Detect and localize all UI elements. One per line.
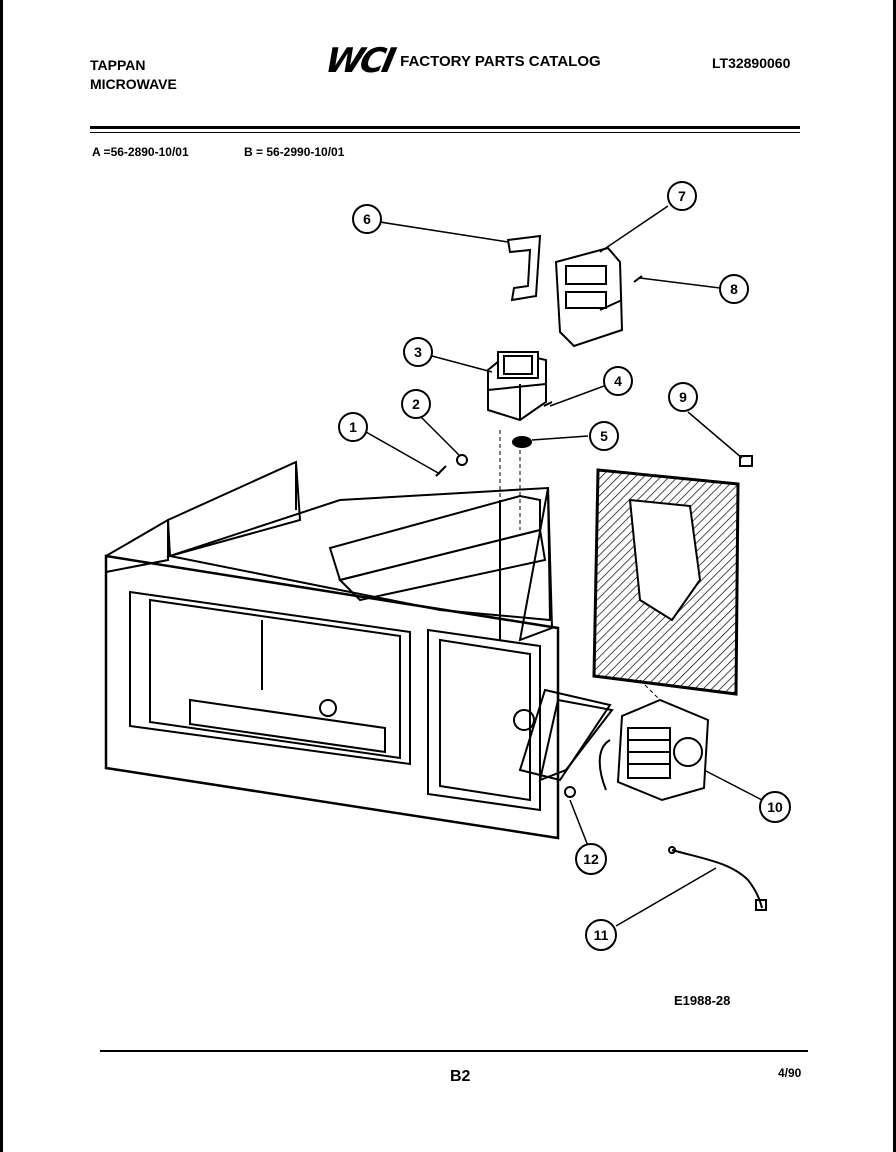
svg-text:10: 10 [767, 799, 783, 815]
brand-name: TAPPAN [90, 57, 146, 73]
wire-harness [668, 846, 767, 911]
brand-block: TAPPAN MICROWAVE [90, 56, 177, 94]
catalog-number: LT32890060 [712, 55, 791, 71]
model-b: B = 56-2990-10/01 [244, 145, 345, 159]
callout-4: 4 [603, 366, 633, 396]
svg-text:5: 5 [600, 428, 608, 444]
svg-text:7: 7 [678, 188, 686, 204]
svg-text:3: 3 [414, 344, 422, 360]
callout-11: 11 [585, 919, 617, 951]
small-hardware [435, 275, 753, 798]
page-border-right [893, 0, 896, 1152]
header-rule-thin [90, 132, 800, 133]
product-type: MICROWAVE [90, 76, 177, 92]
blower-motor [598, 698, 710, 802]
oven-cavity-frame [104, 460, 614, 840]
catalog-title: FACTORY PARTS CATALOG [400, 52, 601, 70]
callout-10: 10 [759, 791, 791, 823]
callout-3: 3 [403, 337, 433, 367]
svg-text:12: 12 [583, 851, 599, 867]
callout-1: 1 [338, 412, 368, 442]
callout-6: 6 [352, 204, 382, 234]
revision-date: 4/90 [778, 1066, 802, 1080]
waveguide-duct [554, 246, 624, 348]
magnetron-assembly [487, 350, 547, 422]
callout-8: 8 [719, 274, 749, 304]
svg-text:2: 2 [412, 396, 420, 412]
footer-rule [100, 1050, 808, 1052]
callout-12: 12 [575, 843, 607, 875]
figure-code: E1988-28 [674, 993, 731, 1008]
callout-7: 7 [667, 181, 697, 211]
mounting-plate [592, 468, 740, 696]
svg-text:8: 8 [730, 281, 738, 297]
svg-text:1: 1 [349, 419, 357, 435]
page-border-left [0, 0, 3, 1152]
svg-text:6: 6 [363, 211, 371, 227]
callout-2: 2 [401, 389, 431, 419]
model-a: A =56-2890-10/01 [92, 145, 189, 159]
svg-text:11: 11 [594, 927, 609, 943]
header-rule-thick [90, 126, 800, 129]
svg-text:4: 4 [614, 373, 622, 389]
catalog-header: WCI FACTORY PARTS CATALOG [322, 41, 601, 81]
leader-lines [365, 205, 763, 927]
svg-text:9: 9 [679, 389, 687, 405]
gasket-bracket [506, 234, 542, 302]
callout-5: 5 [589, 421, 619, 451]
assembly-guide-lines [499, 430, 661, 701]
page-number: B2 [450, 1068, 471, 1085]
callout-9: 9 [668, 382, 698, 412]
